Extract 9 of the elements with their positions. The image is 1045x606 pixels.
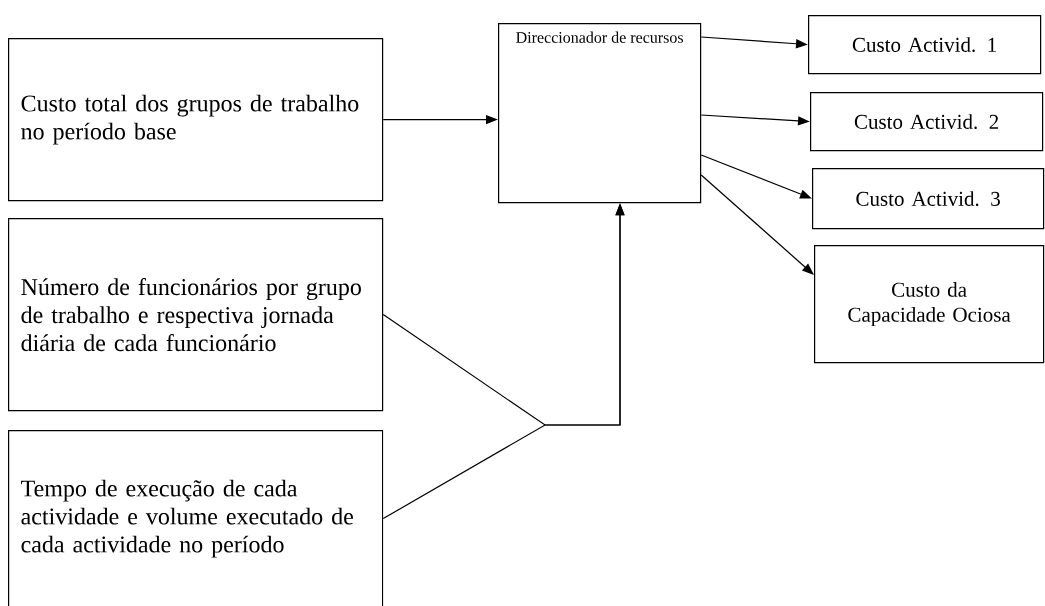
process-box: Custo Activid. 3 <box>812 168 1045 230</box>
process-box: Custo Activid. 1 <box>808 15 1042 75</box>
process-box: Custo Activid. 2 <box>810 92 1044 152</box>
arrow <box>700 174 814 275</box>
process-box: Custo da Capacidade Ociosa <box>814 245 1045 364</box>
process-box: Tempo de execução de cada actividade e volume executado de cada actividade no período <box>8 430 384 606</box>
process-box: Direccionador de recursos <box>498 23 702 204</box>
process-box: Número de funcionários por grupo de trabalho e respectiva jornada diária de cada funcionário <box>8 218 384 412</box>
process-box: Custo total dos grupos de trabalho no período base <box>8 38 384 202</box>
